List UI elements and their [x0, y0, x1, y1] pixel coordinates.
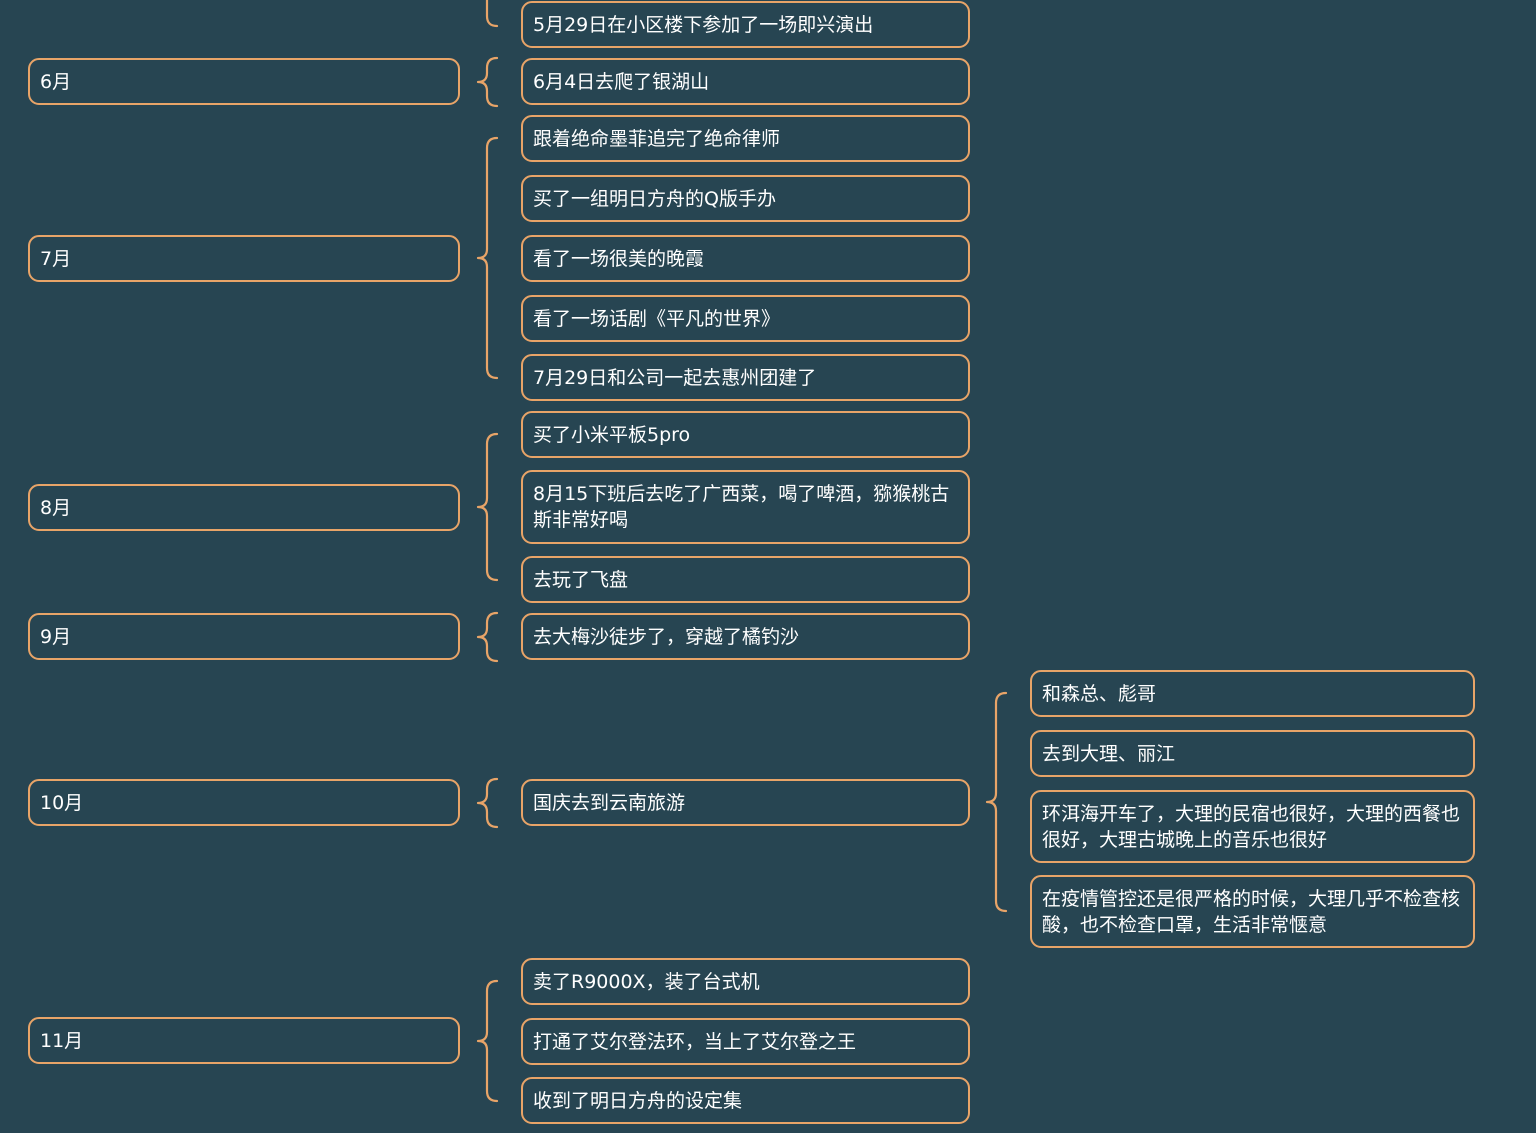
event-label: 打通了艾尔登法环，当上了艾尔登之王: [533, 1030, 857, 1053]
month-label: 8月: [40, 496, 72, 519]
event-node[interactable]: 7月29日和公司一起去惠州团建了: [521, 354, 970, 401]
event-label: 看了一场话剧《平凡的世界》: [533, 307, 781, 330]
event-label: 去大梅沙徒步了，穿越了橘钓沙: [533, 625, 800, 648]
month-label: 9月: [40, 625, 72, 648]
connector-brace: [485, 0, 499, 28]
event-label: 去玩了飞盘: [533, 568, 629, 591]
month-node[interactable]: 11月: [28, 1017, 460, 1064]
detail-node[interactable]: 去到大理、丽江: [1030, 730, 1475, 777]
event-node[interactable]: 去大梅沙徒步了，穿越了橘钓沙: [521, 613, 970, 660]
event-label: 5月29日在小区楼下参加了一场即兴演出: [533, 13, 874, 36]
event-label: 卖了R9000X，装了台式机: [533, 970, 760, 993]
event-label: 8月15下班后去吃了广西菜，喝了啤酒，猕猴桃古斯非常好喝: [533, 483, 950, 531]
detail-label: 环洱海开车了，大理的民宿也很好，大理的西餐也很好，大理古城晚上的音乐也很好: [1042, 802, 1461, 851]
event-node[interactable]: 6月4日去爬了银湖山: [521, 58, 970, 105]
detail-node[interactable]: 环洱海开车了，大理的民宿也很好，大理的西餐也很好，大理古城晚上的音乐也很好: [1030, 790, 1475, 863]
event-label: 买了一组明日方舟的Q版手办: [533, 187, 776, 210]
detail-label: 和森总、彪哥: [1042, 682, 1157, 705]
detail-label: 在疫情管控还是很严格的时候，大理几乎不检查核酸，也不检查口罩，生活非常惬意: [1042, 887, 1461, 936]
event-node[interactable]: 5月29日在小区楼下参加了一场即兴演出: [521, 1, 970, 48]
detail-node[interactable]: 在疫情管控还是很严格的时候，大理几乎不检查核酸，也不检查口罩，生活非常惬意: [1030, 875, 1475, 948]
month-label: 6月: [40, 70, 72, 93]
event-label: 收到了明日方舟的设定集: [533, 1089, 743, 1112]
event-node[interactable]: 国庆去到云南旅游: [521, 779, 970, 826]
month-node[interactable]: 8月: [28, 484, 460, 531]
event-label: 买了小米平板5pro: [533, 423, 691, 446]
event-node[interactable]: 卖了R9000X，装了台式机: [521, 958, 970, 1005]
event-node[interactable]: 跟着绝命墨菲追完了绝命律师: [521, 115, 970, 162]
event-label: 看了一场很美的晚霞: [533, 247, 705, 270]
month-label: 11月: [40, 1029, 84, 1052]
month-node[interactable]: 6月: [28, 58, 460, 105]
event-node[interactable]: 买了小米平板5pro: [521, 411, 970, 458]
event-node[interactable]: 收到了明日方舟的设定集: [521, 1077, 970, 1124]
month-node[interactable]: 9月: [28, 613, 460, 660]
event-node[interactable]: 打通了艾尔登法环，当上了艾尔登之王: [521, 1018, 970, 1065]
detail-label: 去到大理、丽江: [1042, 742, 1176, 765]
event-node[interactable]: 看了一场话剧《平凡的世界》: [521, 295, 970, 342]
detail-node[interactable]: 和森总、彪哥: [1030, 670, 1475, 717]
month-label: 10月: [40, 791, 84, 814]
month-node[interactable]: 10月: [28, 779, 460, 826]
event-label: 国庆去到云南旅游: [533, 791, 686, 814]
event-node[interactable]: 8月15下班后去吃了广西菜，喝了啤酒，猕猴桃古斯非常好喝: [521, 470, 970, 544]
event-label: 7月29日和公司一起去惠州团建了: [533, 366, 817, 389]
month-label: 7月: [40, 247, 72, 270]
event-node[interactable]: 看了一场很美的晚霞: [521, 235, 970, 282]
event-label: 跟着绝命墨菲追完了绝命律师: [533, 127, 781, 150]
month-node[interactable]: 7月: [28, 235, 460, 282]
event-node[interactable]: 去玩了飞盘: [521, 556, 970, 603]
event-label: 6月4日去爬了银湖山: [533, 70, 710, 93]
event-node[interactable]: 买了一组明日方舟的Q版手办: [521, 175, 970, 222]
